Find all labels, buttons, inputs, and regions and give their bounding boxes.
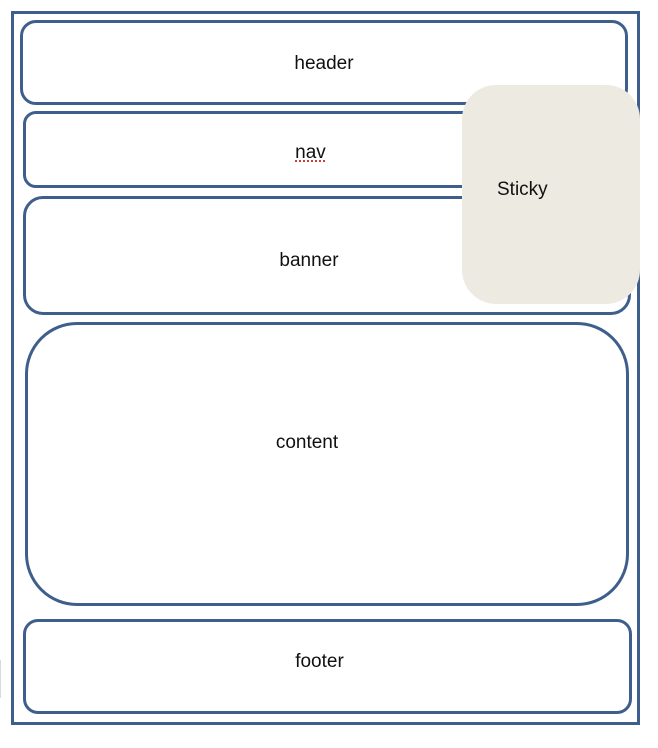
header-box: header [20,20,628,105]
header-label: header [294,53,354,74]
footer-box: footer [23,619,632,714]
content-box: content [25,322,629,606]
banner-label: banner [279,250,339,271]
nav-label: nav [295,142,326,163]
sticky-box: Sticky [462,85,640,304]
content-label: content [275,431,339,453]
sticky-label: Sticky [497,179,548,200]
footer-label: footer [295,651,344,672]
edge-mark [0,660,1,698]
